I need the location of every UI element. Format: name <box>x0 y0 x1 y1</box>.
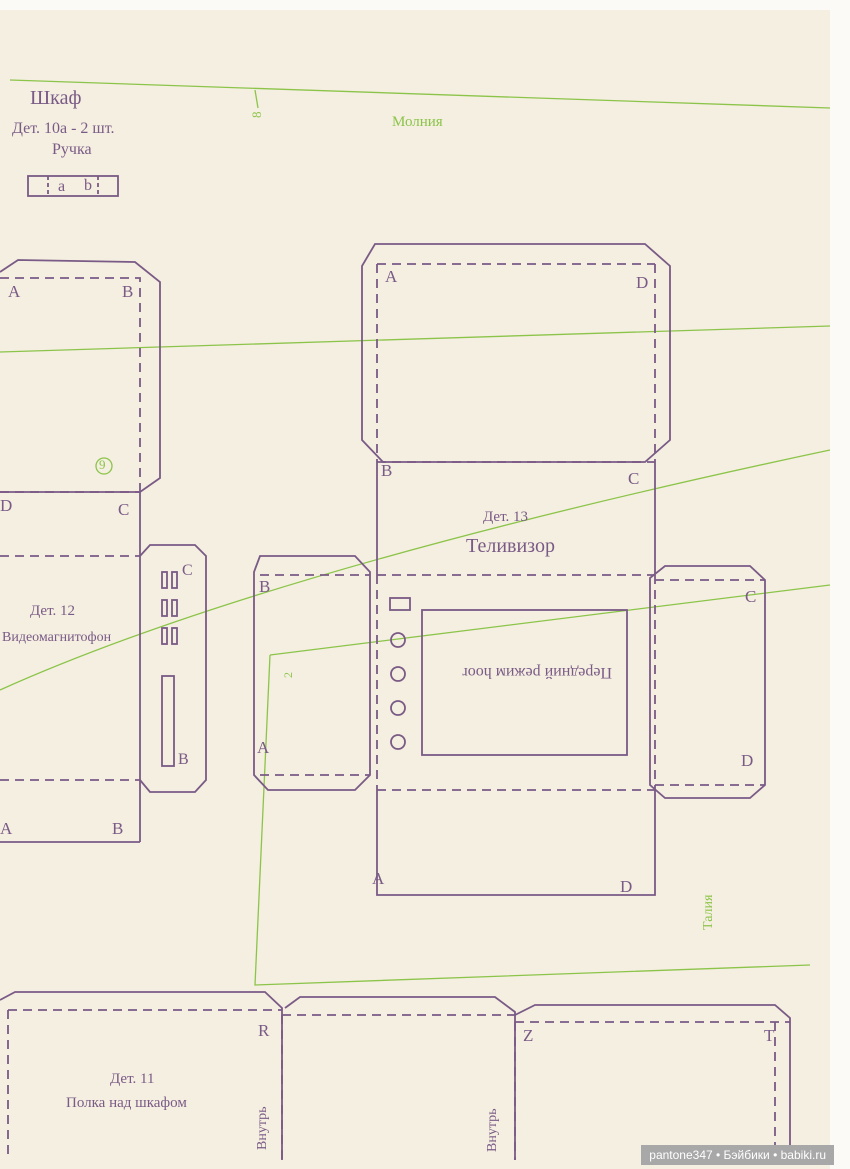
cab-letter-b: B <box>122 282 134 301</box>
mark-2: 2 <box>281 672 295 678</box>
tv-name: Теливизор <box>466 535 555 557</box>
tv-top-panel <box>361 243 671 463</box>
zipper-label: Молния <box>392 114 443 130</box>
cabinet-outline <box>0 259 161 493</box>
vcr-flap <box>139 544 207 793</box>
tv-front-label: Передний режим hoor <box>462 664 612 681</box>
vcr-letter-c: C <box>182 562 193 579</box>
tv-letter-b-left: B <box>259 577 271 596</box>
tv-letter-a-bottom: A <box>372 869 385 888</box>
handle-letter-a: a <box>58 178 66 195</box>
inside-label-2: Внутрь <box>485 1108 500 1152</box>
shelf-outline <box>0 991 283 1160</box>
vcr-part-label: Дет. 12 <box>30 603 75 619</box>
handle-label: Ручка <box>52 141 92 158</box>
handle-letter-b: b <box>84 177 92 194</box>
shelf-letter-t: T <box>764 1026 775 1045</box>
tv-letter-d-top: D <box>636 273 649 292</box>
tv-screen <box>421 609 628 756</box>
inside-label-1: Внутрь <box>255 1106 270 1150</box>
tv-letter-c-right: C <box>745 587 757 606</box>
green-line-curve <box>0 449 831 691</box>
tv-letter-d-right: D <box>741 751 754 770</box>
tv-letter-a-left: A <box>257 738 270 757</box>
watermark: pantone347 • Бэйбики • babiki.ru <box>641 1145 834 1165</box>
green-line-mid <box>269 584 831 656</box>
cab-letter-b-lower: B <box>112 819 124 838</box>
waist-label: Талия <box>701 894 716 930</box>
cab-letter-a: A <box>8 282 21 301</box>
green-line-top <box>9 79 831 109</box>
tv-bottom-panel <box>376 790 656 896</box>
handle-outline <box>27 175 119 197</box>
paper-page <box>0 10 830 1169</box>
page-title: Шкаф <box>30 87 82 109</box>
green-line-upper <box>0 325 831 353</box>
shelf-part-label: Дет. 11 <box>110 1071 155 1087</box>
cabinet-part-label: Дет. 10а - 2 шт. <box>12 120 115 137</box>
green-line-lower <box>254 654 811 986</box>
shelf-letter-z: Z <box>523 1026 534 1045</box>
tv-letter-c-mid: C <box>628 469 640 488</box>
tv-part-label: Дет. 13 <box>483 509 528 525</box>
circled-9: 9 <box>99 457 106 472</box>
tv-letter-a-top: A <box>385 267 398 286</box>
shelf-name: Полка над шкафом <box>66 1095 187 1111</box>
tv-letter-d-bottom: D <box>620 877 633 896</box>
shelf-letter-r: R <box>258 1021 270 1040</box>
cab-letter-c: C <box>118 500 130 519</box>
tv-left-flap <box>253 555 371 791</box>
vcr-letter-b: B <box>178 751 189 768</box>
vcr-name: Видеомагнитофон <box>2 630 112 645</box>
cab-letter-a-lower: A <box>0 819 13 838</box>
tv-letter-b-mid: B <box>381 461 393 480</box>
cab-letter-d: D <box>0 496 13 515</box>
mark-8: 8 <box>249 111 264 119</box>
